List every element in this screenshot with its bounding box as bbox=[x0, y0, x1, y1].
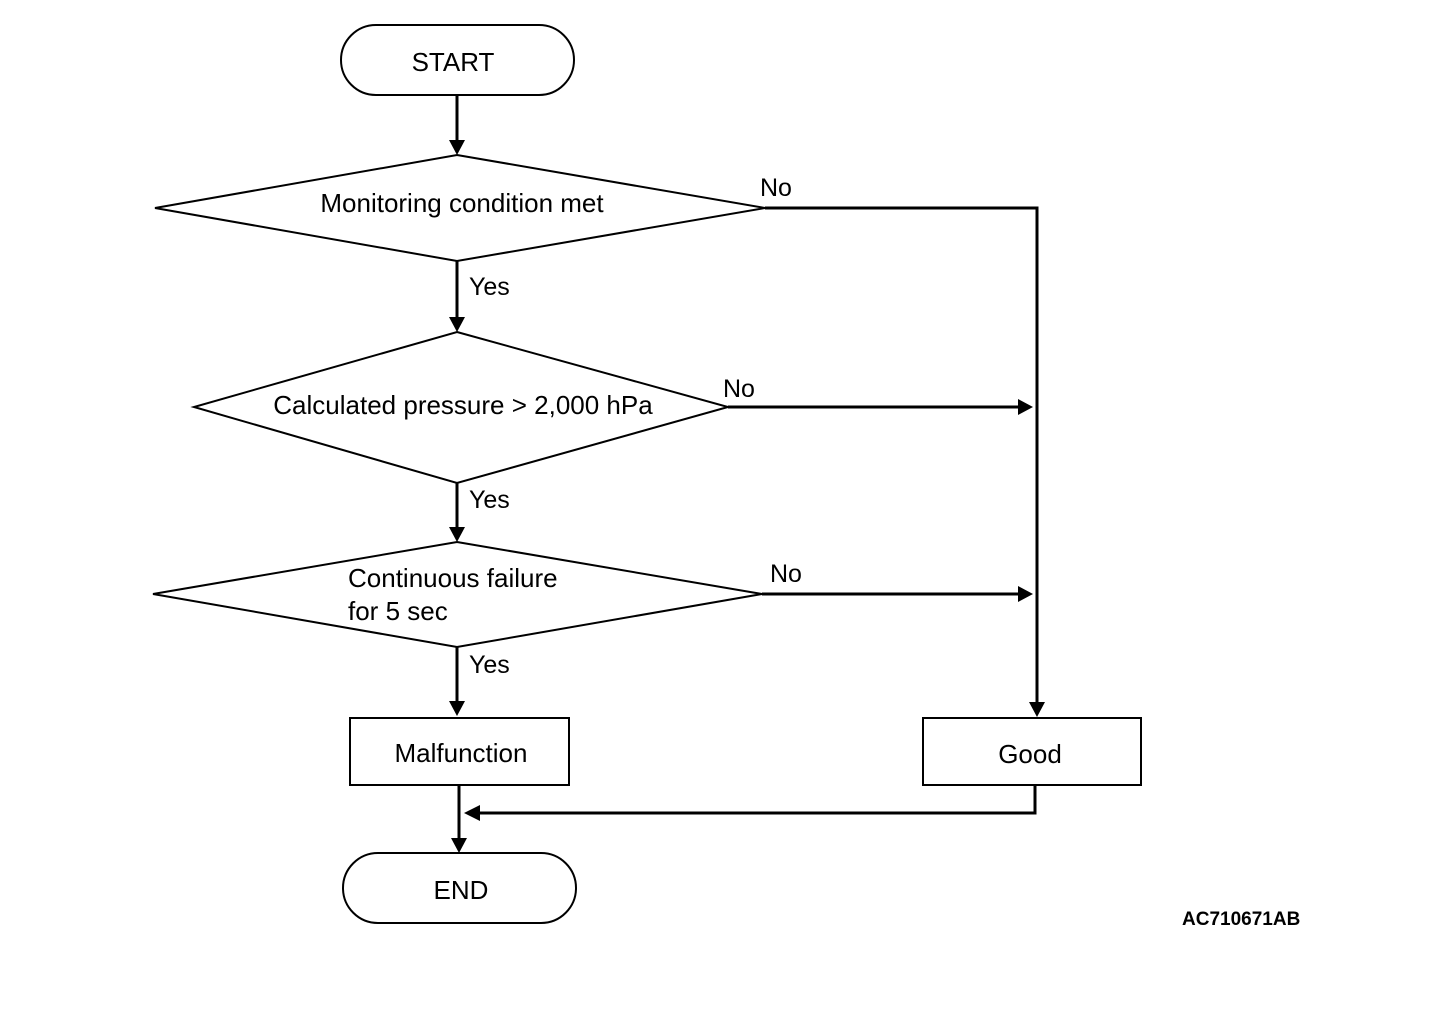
decision-label-line2: for 5 sec bbox=[348, 596, 448, 626]
decision-calculated-pressure: Calculated pressure > 2,000 hPa bbox=[190, 330, 732, 485]
edge-label-no: No bbox=[760, 174, 792, 202]
start-label: START bbox=[412, 47, 495, 77]
decision-label: Calculated pressure > 2,000 hPa bbox=[273, 390, 653, 420]
arrowhead-down-icon bbox=[449, 317, 465, 332]
edge-label-yes: Yes bbox=[469, 273, 510, 301]
edge-label-no: No bbox=[770, 560, 802, 588]
process-label: Good bbox=[998, 739, 1062, 769]
arrowhead-down-icon bbox=[449, 701, 465, 716]
arrowhead-down-icon bbox=[449, 140, 465, 155]
end-shape bbox=[342, 852, 577, 924]
arrowhead-down-icon bbox=[449, 527, 465, 542]
arrowhead-right-icon bbox=[1018, 399, 1033, 415]
process-box bbox=[349, 717, 570, 786]
process-box bbox=[922, 717, 1142, 786]
decision-label: Monitoring condition met bbox=[320, 188, 604, 218]
decision-monitoring-condition: Monitoring condition met bbox=[154, 153, 766, 263]
malfunction-node: Malfunction bbox=[349, 717, 570, 786]
arrowhead-down-icon bbox=[1029, 702, 1045, 717]
arrowhead-right-icon bbox=[1018, 586, 1033, 602]
end-label: END bbox=[434, 875, 489, 905]
decision-label-line1: Continuous failure bbox=[348, 563, 558, 593]
edge-good-to-end bbox=[478, 785, 1037, 815]
edge-label-yes: Yes bbox=[469, 651, 510, 679]
arrowhead-down-icon bbox=[451, 838, 467, 853]
edge-label-yes: Yes bbox=[469, 486, 510, 514]
edge-d1-no bbox=[765, 206, 1039, 704]
end-node: END bbox=[342, 852, 577, 924]
process-label: Malfunction bbox=[395, 738, 528, 768]
good-node: Good bbox=[922, 717, 1142, 786]
arrowhead-left-icon bbox=[464, 805, 480, 821]
figure-reference-code: AC710671AB bbox=[1182, 909, 1300, 930]
start-node: START bbox=[340, 24, 575, 96]
decision-diamond bbox=[152, 540, 763, 649]
decision-continuous-failure: Continuous failure for 5 sec bbox=[152, 540, 763, 649]
edge-label-no: No bbox=[723, 375, 755, 403]
